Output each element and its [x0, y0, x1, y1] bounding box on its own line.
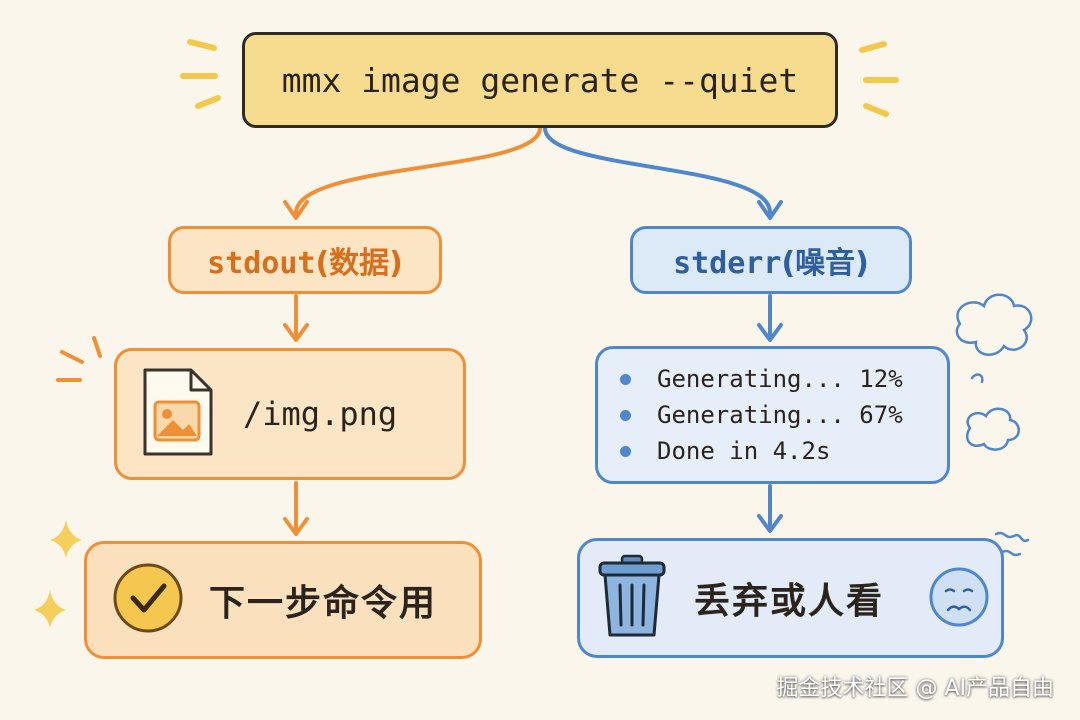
image-file-icon: [139, 366, 217, 462]
stdout-file-box: /img.png: [114, 348, 466, 480]
watermark: 掘金技术社区 @ AI产品自由: [776, 676, 1054, 701]
command-box: mmx image generate --quiet: [242, 32, 838, 128]
connector-stdout: [294, 126, 542, 214]
stdout-result-box: 下一步命令用: [84, 541, 482, 659]
smoke-cloud-icons: [955, 293, 1033, 451]
stdout-result-text: 下一步命令用: [209, 583, 438, 624]
bullet-dot-icon: [620, 445, 631, 457]
checkmark-circle-icon: [109, 559, 187, 641]
output-file-name: /img.png: [243, 395, 398, 433]
highlight-dashes: [180, 39, 899, 117]
stderr-log-box: Generating... 12% Generating... 67% Done…: [595, 346, 950, 484]
trash-can-icon: [596, 553, 668, 643]
bullet-dot-icon: [620, 373, 631, 385]
stdout-label-box: stdout(数据): [168, 226, 442, 294]
stdout-label-code: stdout: [207, 246, 316, 281]
log-line-text: Generating... 12%: [657, 365, 903, 393]
bullet-dot-icon: [620, 409, 631, 421]
stdout-label: stdout(数据): [207, 238, 403, 282]
stress-squiggle: [994, 531, 1030, 557]
log-line-text: Generating... 67%: [657, 401, 903, 429]
spark-lines: [56, 336, 102, 382]
log-line: Done in 4.2s: [620, 437, 830, 465]
stderr-result-box: 丢弃或人看: [577, 538, 1004, 658]
stderr-label-note: (噪音): [781, 246, 869, 281]
log-line-text: Done in 4.2s: [657, 437, 831, 465]
log-line: Generating... 12%: [620, 365, 903, 393]
stderr-label-box: stderr(噪音): [630, 226, 912, 294]
log-line: Generating... 67%: [620, 401, 903, 429]
connector-stderr: [543, 126, 772, 214]
sad-face-icon: [927, 565, 991, 633]
stderr-label: stderr(噪音): [673, 238, 869, 282]
stderr-result-text: 丢弃或人看: [694, 581, 885, 622]
stderr-label-code: stderr: [673, 246, 782, 281]
sparkle-icons: [34, 520, 82, 628]
stdout-label-note: (数据): [315, 246, 403, 281]
command-text: mmx image generate --quiet: [281, 60, 799, 100]
